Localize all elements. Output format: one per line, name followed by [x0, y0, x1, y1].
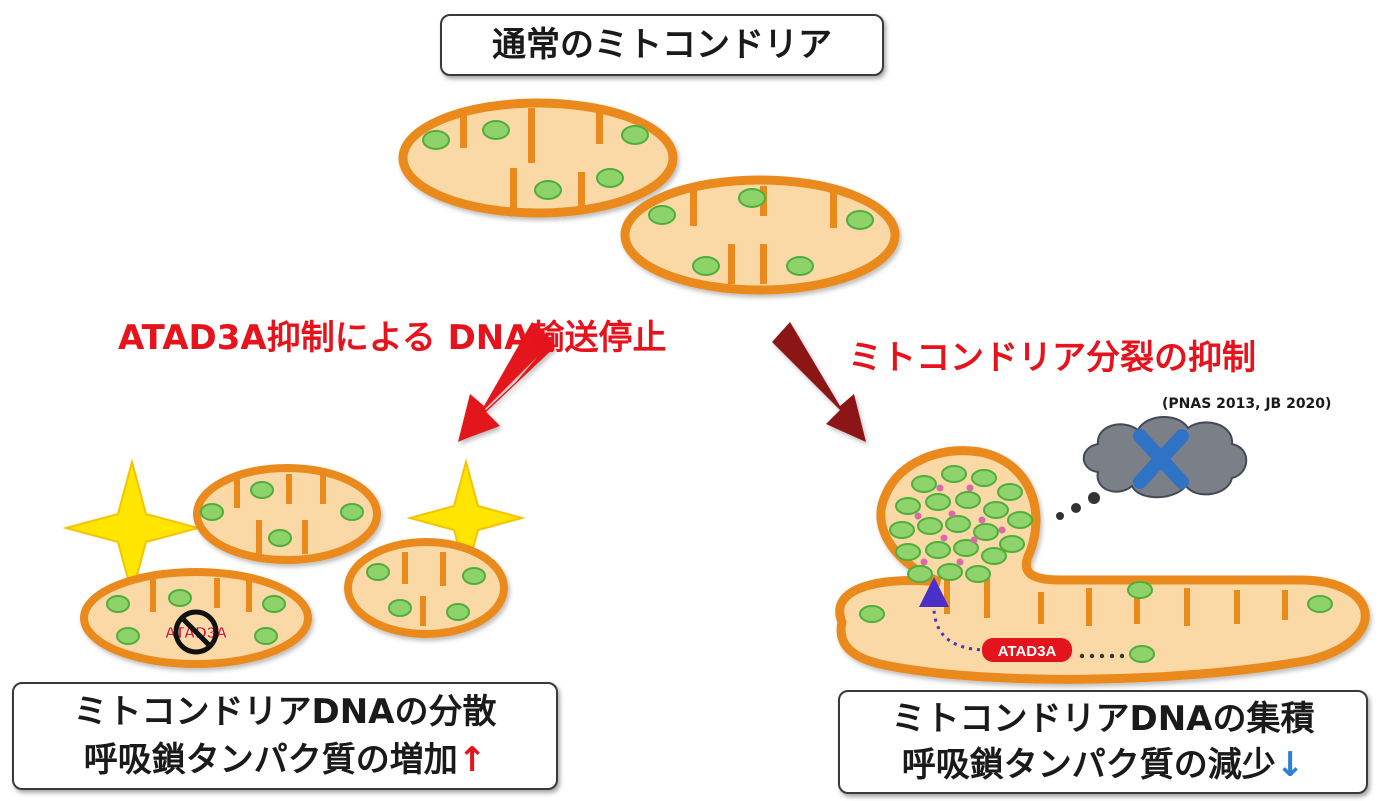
right-result-line-1: ミトコンドリアDNAの集積 [891, 699, 1315, 739]
increase-arrow-icon: ↑ [457, 740, 487, 780]
right-branch-label: ミトコンドリア分裂の抑制 [848, 338, 1256, 378]
left-red-arrow [458, 322, 556, 442]
atad3a-badge [982, 638, 1072, 662]
thought-cloud [1056, 415, 1248, 520]
left-branch-label: ATAD3A抑制による DNA輸送停止 [118, 316, 667, 360]
left-result-line-1: ミトコンドリアDNAの分散 [73, 692, 497, 732]
left-label-line-1: ATAD3A抑制による [118, 318, 436, 358]
nucleoid-cluster [889, 465, 1033, 583]
left-result-box: ミトコンドリアDNAの分散 呼吸鎖タンパク質の増加↑ [12, 682, 558, 790]
citation: (PNAS 2013, JB 2020) [1162, 396, 1332, 412]
cross-icon [1133, 429, 1189, 489]
left-result-line-2: 呼吸鎖タンパク質の増加 [83, 740, 458, 780]
decrease-arrow-icon: ↓ [1275, 745, 1305, 785]
scattered-mitochondrion-2 [344, 538, 508, 638]
atad3a-inhibited-badge: ATAD3A [164, 609, 228, 655]
normal-mitochondrion-2 [620, 175, 900, 295]
right-result-line-2-wrap: 呼吸鎖タンパク質の減少↓ [840, 742, 1366, 788]
normal-mitochondrion-1 [398, 98, 678, 218]
title-box: 通常のミトコンドリア [440, 14, 884, 76]
scattered-mitochondrion-3 [80, 568, 312, 668]
right-result-line-2: 呼吸鎖タンパク質の減少 [901, 745, 1276, 785]
right-result-box: ミトコンドリアDNAの集積 呼吸鎖タンパク質の減少↓ [838, 690, 1368, 794]
atad3a-label: ATAD3A [998, 643, 1057, 660]
left-label-line-2: DNA輸送停止 [447, 318, 667, 358]
scattered-mitochondrion-1 [193, 464, 381, 564]
right-dark-red-arrow [772, 322, 866, 442]
left-result-line-2-wrap: 呼吸鎖タンパク質の増加↑ [14, 736, 556, 784]
title-text: 通常のミトコンドリア [492, 25, 832, 65]
prohibition-icon [173, 609, 219, 655]
atad3a-path: ATAD3A [919, 577, 1125, 662]
